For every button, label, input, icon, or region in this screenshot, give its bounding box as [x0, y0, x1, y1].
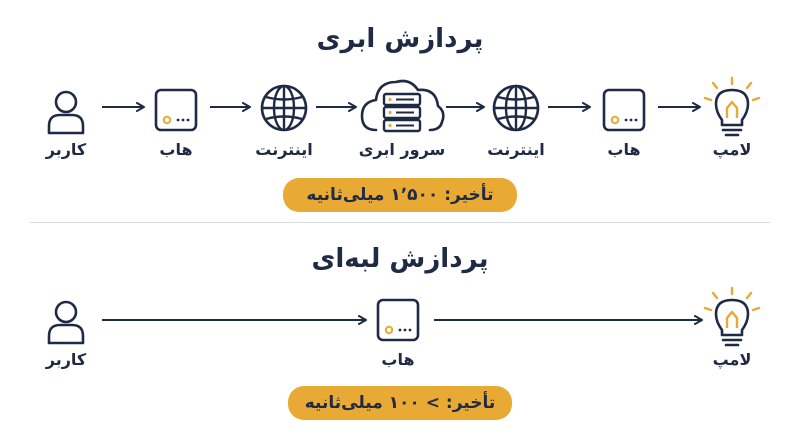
- node-label-lamp: لامپ: [712, 140, 752, 159]
- node-label-cloud-server: سرور ابری: [358, 140, 446, 159]
- user-icon: [47, 300, 85, 345]
- node-label-internet: اینترنت: [255, 140, 313, 159]
- hub-icon: [376, 298, 420, 342]
- node-label-hub: هاب: [159, 140, 193, 159]
- cloud-server-icon: [360, 79, 445, 133]
- section-divider: [30, 222, 770, 223]
- node-label-user: کاربر: [45, 140, 87, 159]
- globe-icon: [260, 84, 308, 132]
- lamp-icon: [703, 286, 761, 347]
- node-label-hub: هاب: [381, 350, 415, 369]
- node-label-hub: هاب: [607, 140, 641, 159]
- node-label-user: کاربر: [45, 350, 87, 369]
- edge-latency-badge: تأخیر: > ۱۰۰ میلی‌ثانیه: [288, 386, 512, 420]
- user-icon: [47, 90, 85, 135]
- lamp-icon: [703, 76, 761, 137]
- node-label-lamp: لامپ: [712, 350, 752, 369]
- cloud-latency-badge: تأخیر: ۱٬۵۰۰ میلی‌ثانیه: [283, 178, 517, 212]
- hub-icon: [602, 88, 646, 132]
- hub-icon: [154, 88, 198, 132]
- edge-title: پردازش لبه‌ای: [311, 244, 489, 274]
- globe-icon: [492, 84, 540, 132]
- cloud-title: پردازش ابری: [316, 24, 484, 54]
- node-label-internet: اینترنت: [487, 140, 545, 159]
